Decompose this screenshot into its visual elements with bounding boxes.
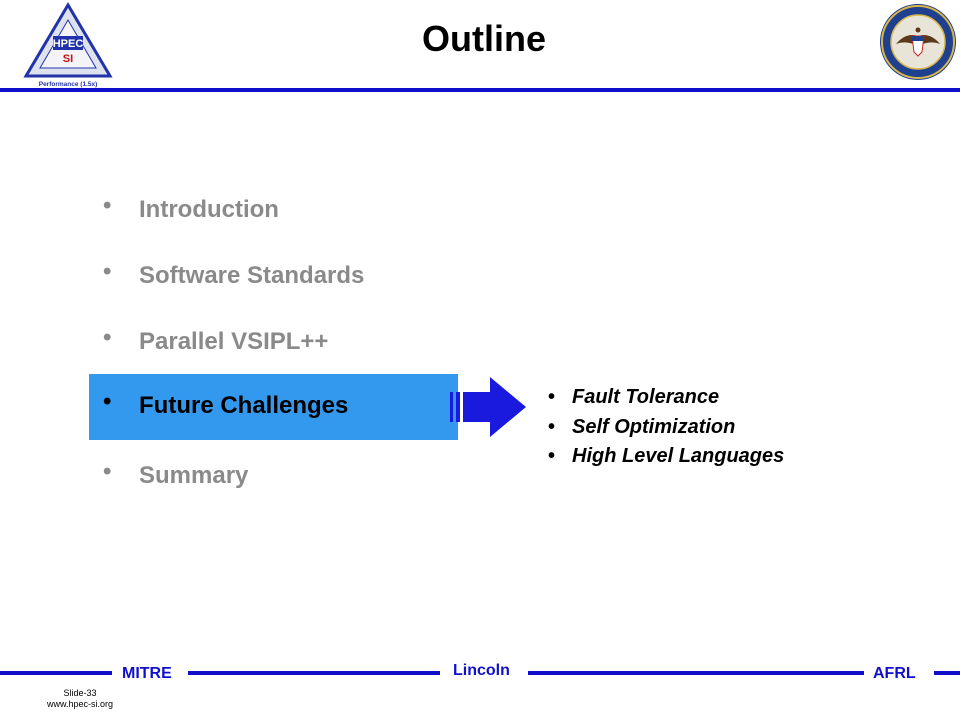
hpec-si-logo: HPEC SI Performance (1.5x) — [23, 2, 113, 88]
footer-url: www.hpec-si.org — [46, 699, 114, 709]
dod-seal-icon — [880, 4, 956, 80]
footer-mitre: MITRE — [122, 665, 172, 682]
footer-rule — [0, 671, 112, 675]
outline-item-summary[interactable]: • Summary — [0, 444, 458, 510]
outline-item-label: Introduction — [139, 196, 279, 223]
hpec-text: HPEC — [53, 38, 84, 50]
footer-afrl: AFRL — [873, 665, 916, 682]
bullet: • — [548, 445, 556, 467]
bullet: • — [548, 386, 556, 408]
footer-lincoln: Lincoln — [453, 662, 510, 679]
bullet: • — [103, 192, 112, 219]
bullet: • — [103, 458, 112, 485]
outline-item-parallel-vsipl[interactable]: • Parallel VSIPL++ — [0, 310, 458, 376]
page-title: Outline — [422, 18, 546, 59]
logo-performance-text: Performance (1.5x) — [39, 81, 98, 88]
bullet: • — [103, 258, 112, 285]
outline-item-label: Future Challenges — [139, 392, 349, 419]
outline-item-label: Parallel VSIPL++ — [139, 328, 329, 355]
outline-item-introduction[interactable]: • Introduction — [0, 178, 458, 244]
bullet: • — [103, 324, 112, 351]
subtopic-label: Self Optimization — [572, 415, 736, 438]
footer-rule — [188, 671, 440, 675]
outline-item-future-challenges[interactable]: • Future Challenges — [89, 374, 458, 440]
outline-item-software-standards[interactable]: • Software Standards — [0, 244, 458, 310]
slide-number: Slide-33 — [63, 688, 97, 698]
subtopic-label: Fault Tolerance — [572, 386, 720, 408]
subtopic-label: High Level Languages — [572, 445, 785, 467]
footer-rule — [934, 671, 960, 675]
si-text: SI — [63, 53, 73, 65]
outline-item-label: Software Standards — [139, 262, 365, 289]
header-rule — [0, 88, 960, 92]
footer-rule — [528, 671, 864, 675]
arrow-right-icon — [450, 377, 526, 437]
bullet: • — [103, 388, 112, 415]
bullet: • — [548, 415, 556, 438]
outline-item-label: Summary — [139, 462, 249, 489]
